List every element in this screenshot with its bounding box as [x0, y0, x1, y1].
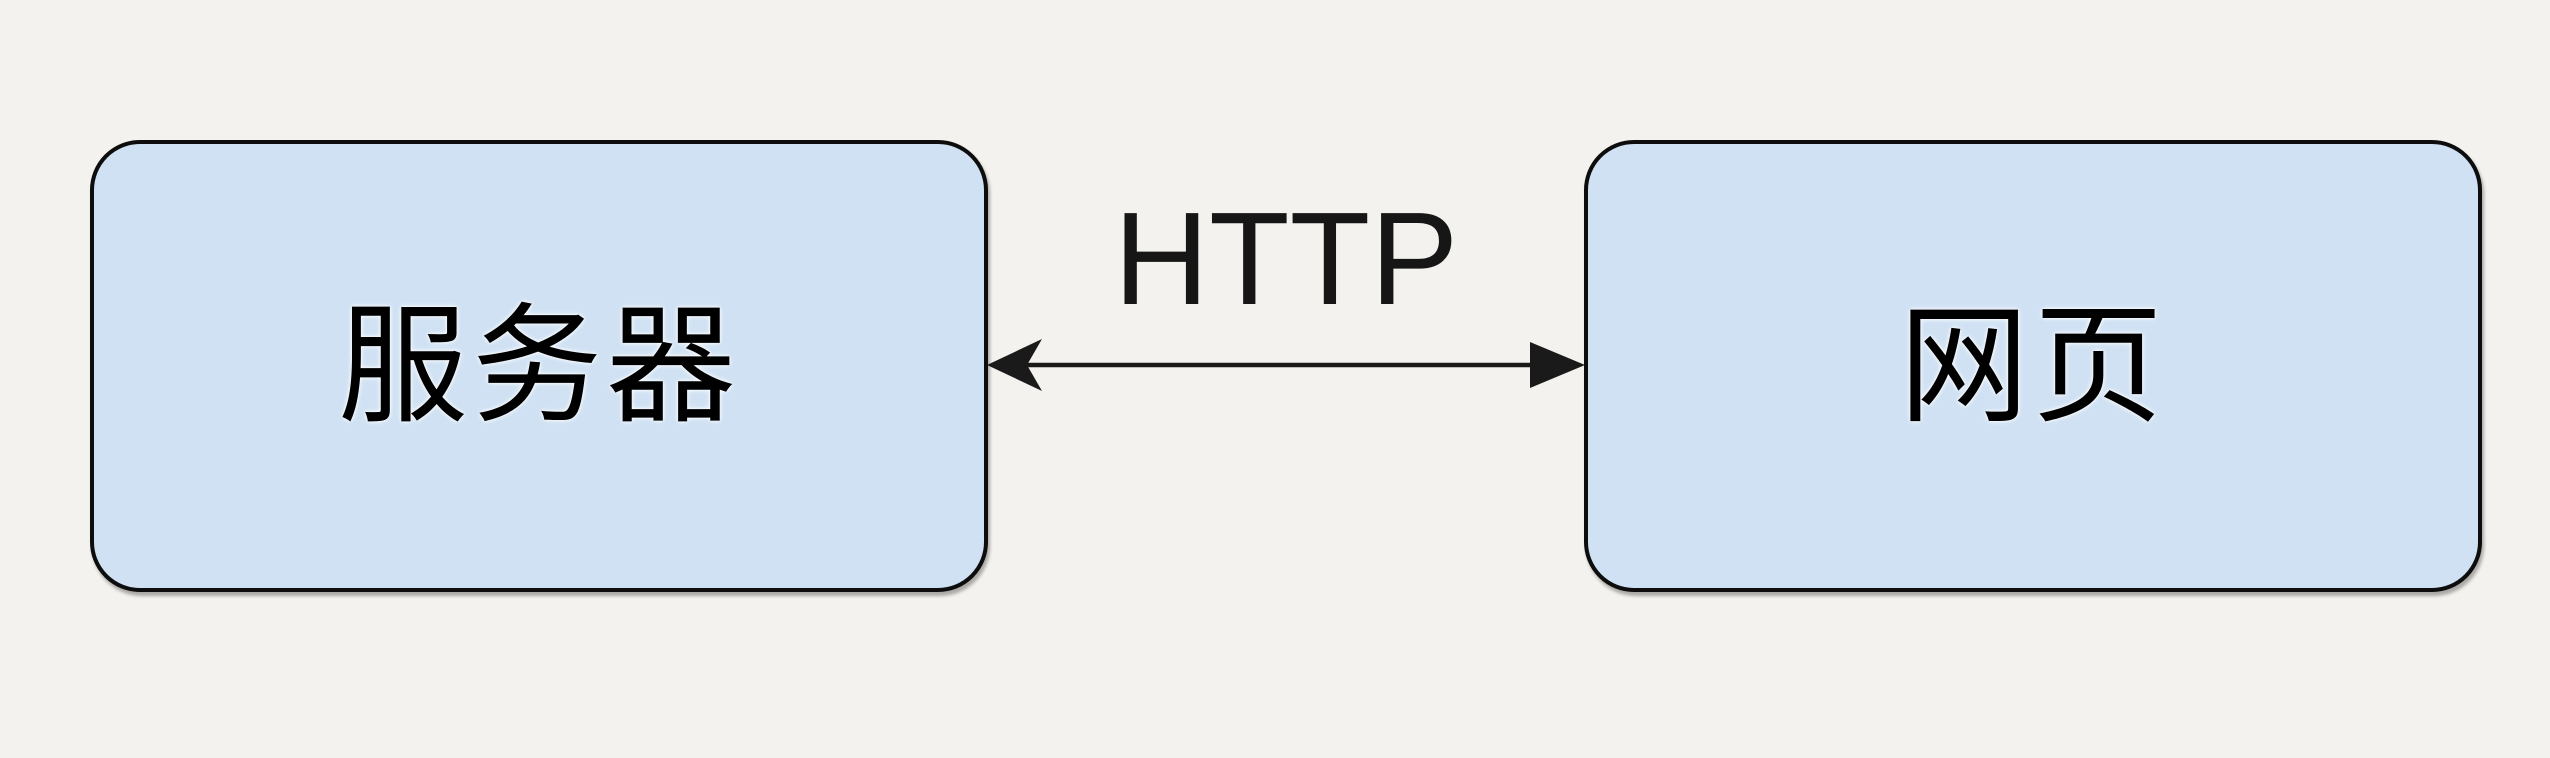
edge-http-label: HTTP: [1113, 185, 1459, 332]
node-webpage: 网页: [1584, 140, 2482, 592]
node-webpage-label: 网页: [1898, 293, 2167, 439]
node-server: 服务器: [90, 140, 988, 592]
bidirectional-arrow: [987, 339, 1585, 391]
node-server-label: 服务器: [337, 293, 740, 439]
arrow-head-right-icon: [1530, 342, 1585, 388]
arrow-head-left-icon: [987, 339, 1042, 391]
